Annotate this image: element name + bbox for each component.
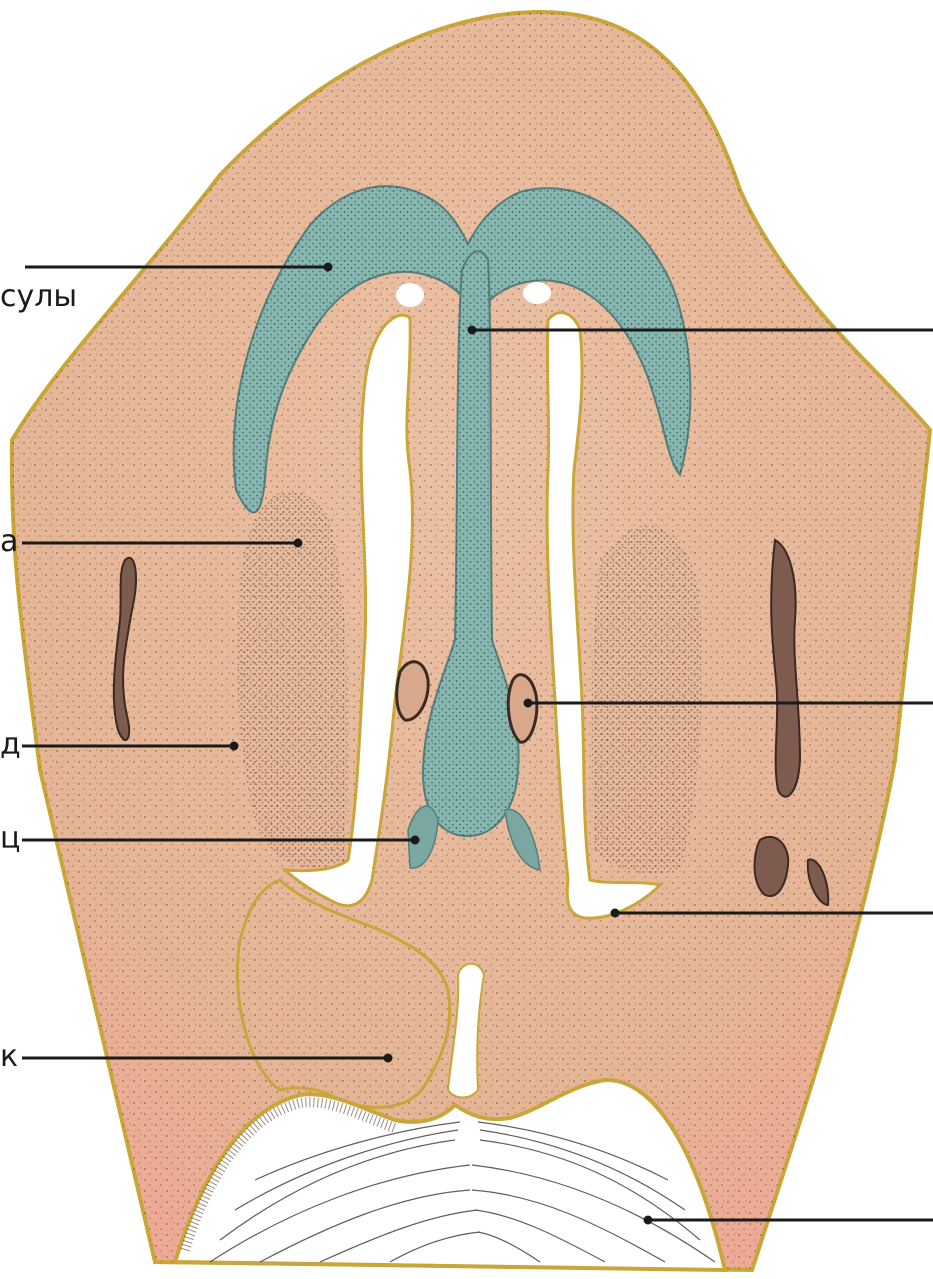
developing-bone-right-fragment [755, 837, 789, 896]
cavity-recess-right [523, 282, 551, 304]
vomeronasal-organ-right [508, 675, 537, 743]
label-left-2: а [0, 527, 18, 557]
label-left-3: д [0, 730, 21, 760]
cavity-recess-left [396, 283, 424, 307]
lateral-mesenchyme-right [592, 525, 702, 874]
label-left-1: сулы [0, 282, 77, 312]
label-left-5: к [0, 1042, 18, 1072]
lateral-mesenchyme-left [237, 491, 348, 868]
label-left-4: ц [0, 824, 20, 854]
